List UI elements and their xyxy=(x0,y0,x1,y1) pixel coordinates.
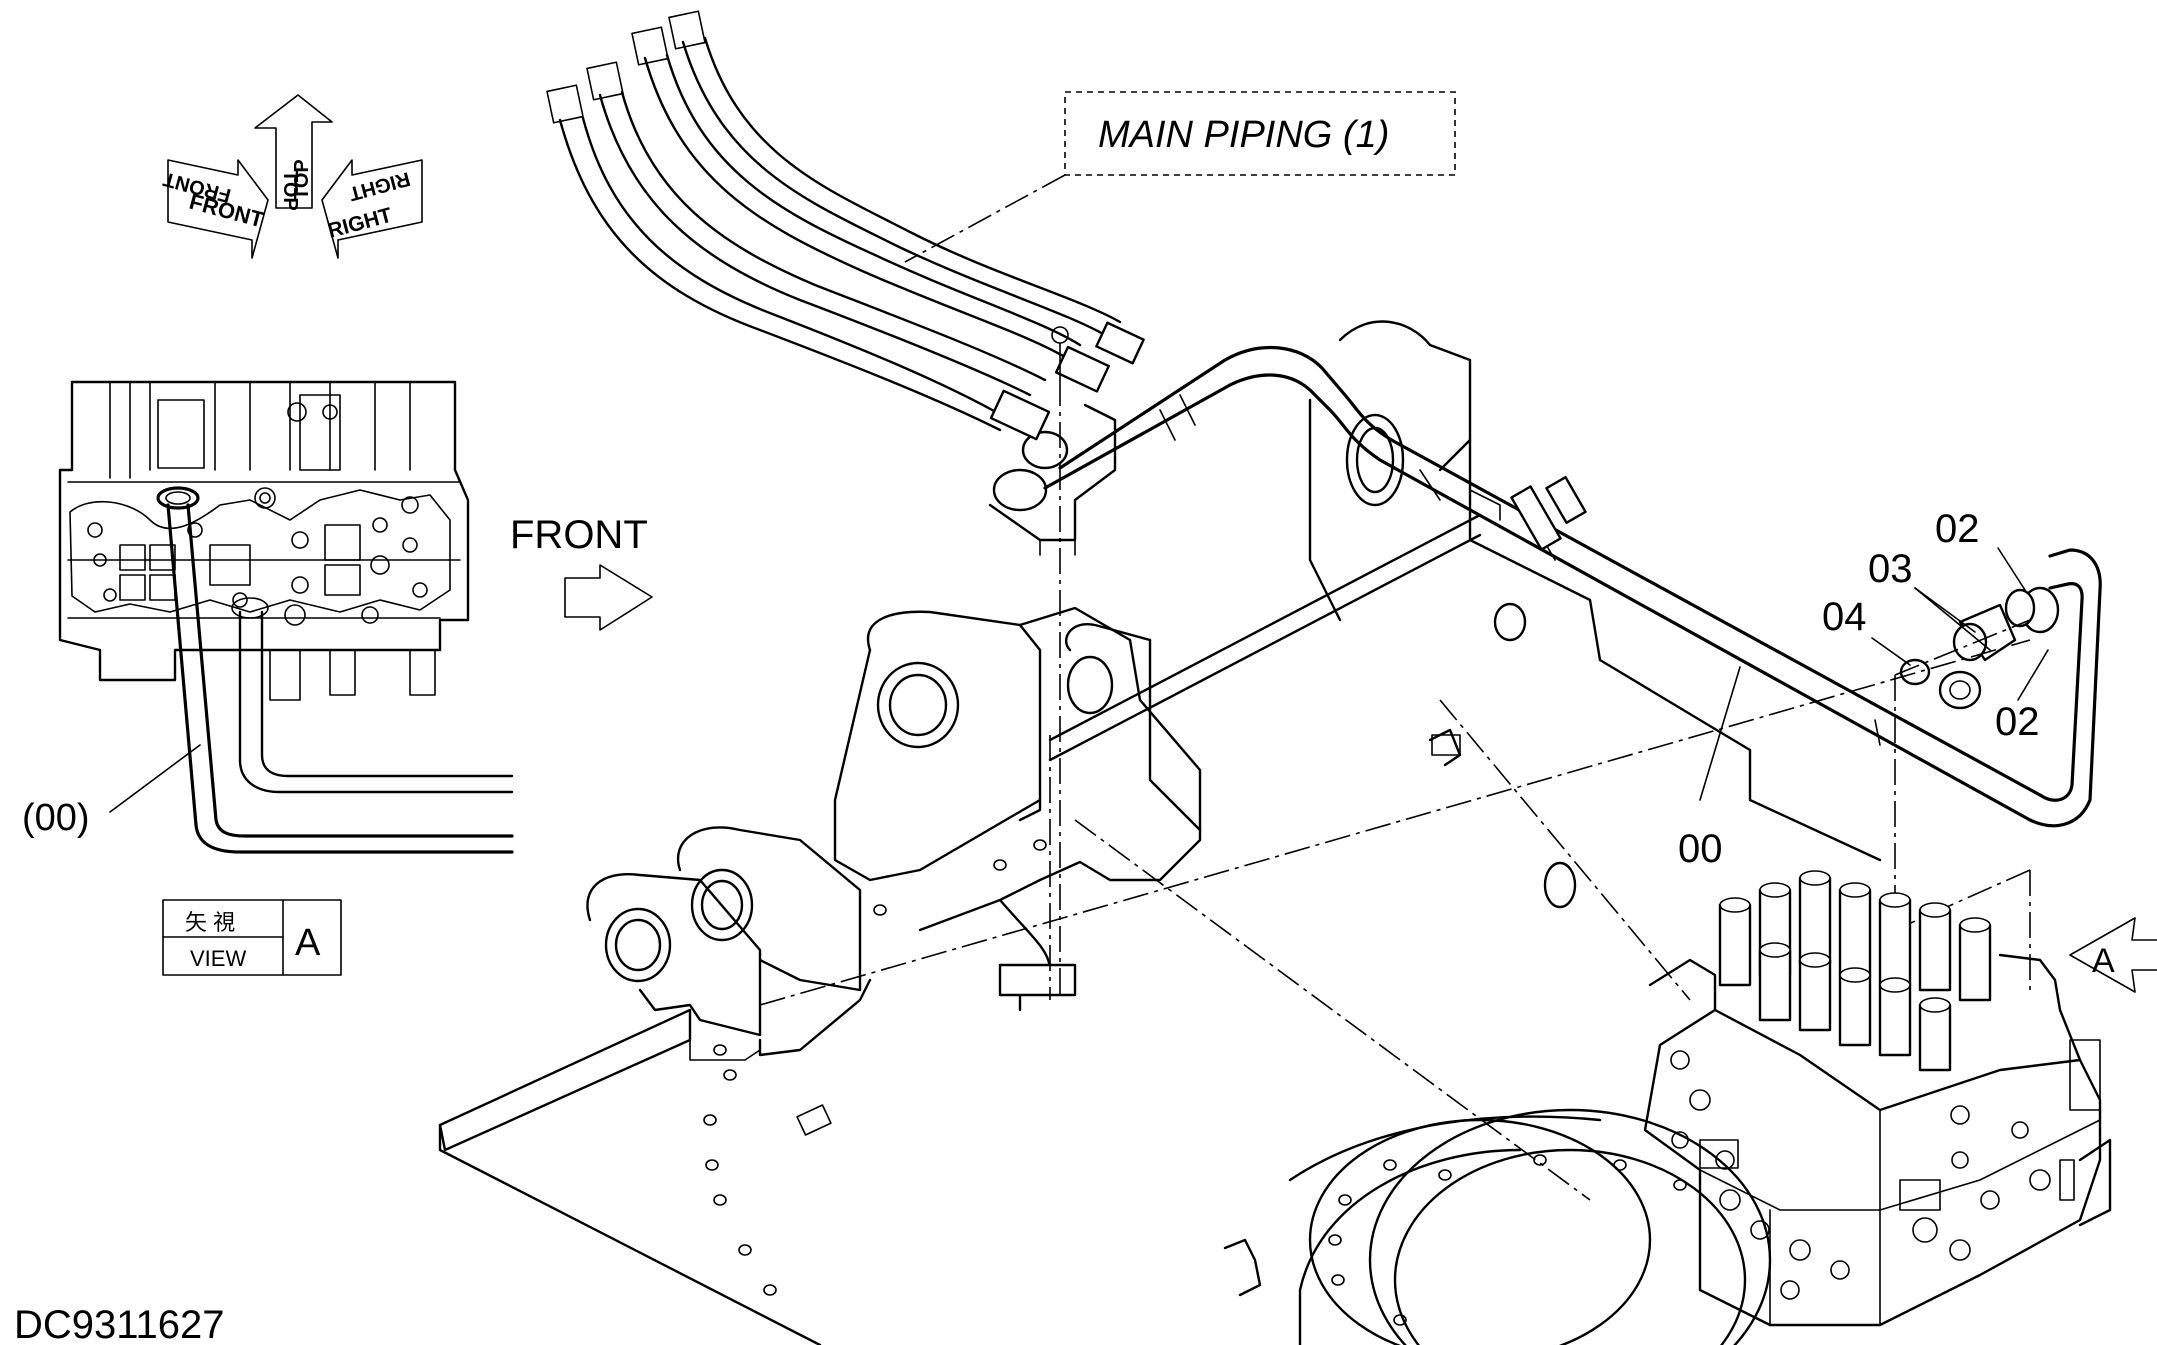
part-label-02-top: 02 xyxy=(1935,507,1980,551)
view-letter: A xyxy=(295,922,321,964)
view-english-label: VIEW xyxy=(190,946,246,971)
orientation-top-label-mirror: TOP xyxy=(291,159,313,200)
main-frame xyxy=(438,320,2031,1345)
main-piping-label: MAIN PIPING (1) xyxy=(1098,114,1389,156)
front-arrow-icon xyxy=(564,564,653,631)
orientation-axes-icon: FRONT FRONT TOP TOP RIGHT RIGHT xyxy=(161,94,423,259)
main-pipe-00: 00 xyxy=(1043,345,2102,871)
view-a-label-box: 矢 視 VIEW A xyxy=(162,899,342,976)
control-valve xyxy=(1643,870,2112,1327)
inset-part-label: (00) xyxy=(22,797,90,839)
flange-fittings: 02 03 04 02 xyxy=(1822,507,2060,744)
view-japanese-label: 矢 視 xyxy=(185,910,235,935)
inset-view-a: (00) xyxy=(22,380,514,854)
main-piping-callout: MAIN PIPING (1) xyxy=(904,91,1456,263)
part-label-00: 00 xyxy=(1678,827,1723,871)
orientation-top-label: TOP xyxy=(279,170,301,211)
front-arrow-label: FRONT xyxy=(510,513,648,557)
view-direction-arrow-icon: A xyxy=(2069,917,2157,993)
part-label-03: 03 xyxy=(1868,547,1913,591)
part-label-04: 04 xyxy=(1822,595,1867,639)
front-arrow: FRONT xyxy=(510,513,653,631)
drawing-id: DC9311627 xyxy=(14,1303,225,1345)
hose-bundle xyxy=(546,10,1145,556)
view-arrow-letter: A xyxy=(2092,942,2115,980)
part-label-02-bottom: 02 xyxy=(1995,700,2040,744)
